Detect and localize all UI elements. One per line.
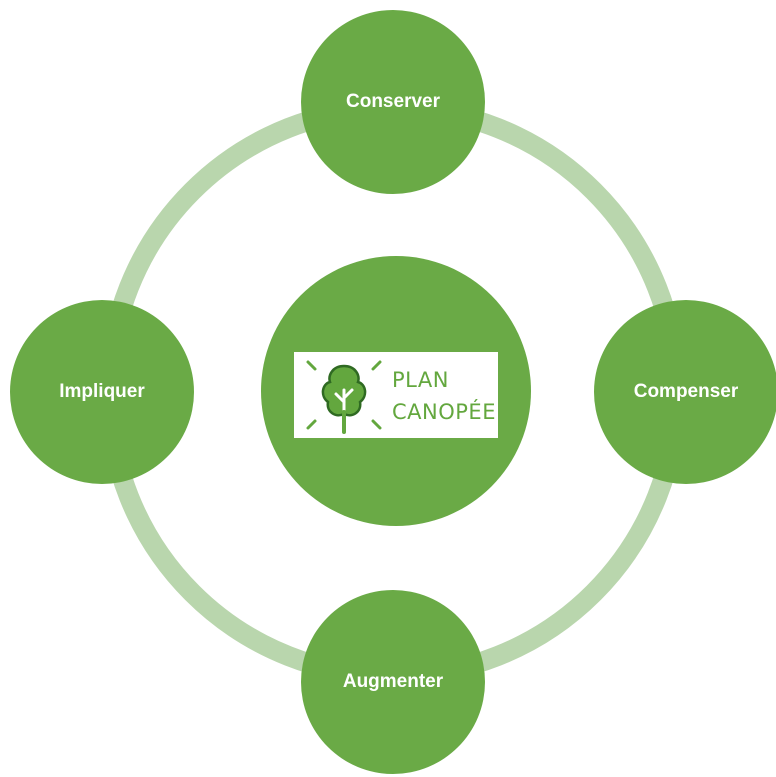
node-impliquer-label: Impliquer [59,381,145,402]
node-conserver-label: Conserver [346,91,440,112]
node-compenser-label: Compenser [633,381,739,402]
tree-icon [306,360,382,434]
logo-line-canopee: CANOPÉE [392,400,496,424]
plan-canopee-logo: PLAN CANOPÉE [294,352,498,438]
node-augmenter-label: Augmenter [342,671,444,692]
node-augmenter: Augmenter [301,590,485,774]
node-conserver: Conserver [301,10,485,194]
node-compenser: Compenser [594,300,776,484]
logo-line-plan: PLAN [392,368,449,392]
node-impliquer: Impliquer [10,300,194,484]
